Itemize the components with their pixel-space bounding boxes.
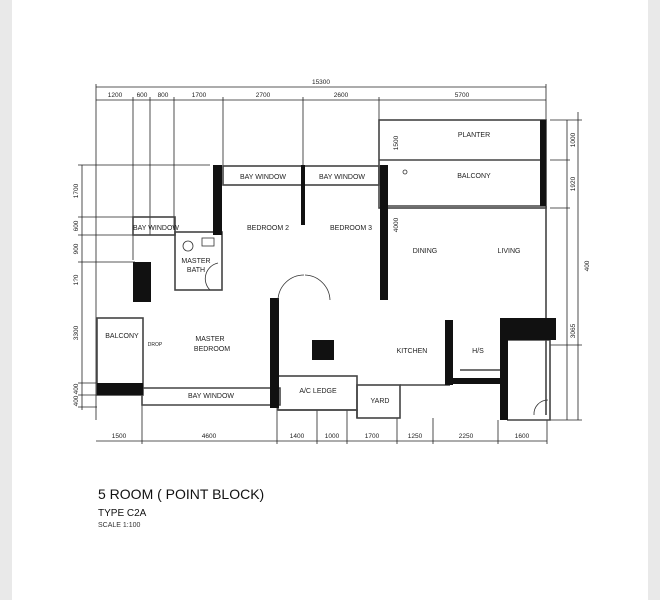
- dim-top: 1200: [108, 92, 123, 99]
- room-dining: DINING: [413, 248, 438, 255]
- room-bedroom-3: BEDROOM 3: [330, 225, 372, 232]
- plan-type: TYPE C2A: [98, 508, 147, 519]
- room-master-bedroom-line1: MASTER: [195, 336, 224, 343]
- room-yard: YARD: [371, 398, 390, 405]
- room-kitchen: KITCHEN: [397, 348, 428, 355]
- room-bay-window-2: BAY WINDOW: [319, 174, 365, 181]
- room-labels: PLANTER BALCONY BAY WINDOW BAY WINDOW BA…: [105, 132, 520, 405]
- dim-bottom: 2250: [459, 433, 474, 440]
- dim-top: 2700: [256, 92, 271, 99]
- dim-top: 2600: [334, 92, 349, 99]
- dim-bottom: 1400: [290, 433, 305, 440]
- plan-scale: SCALE 1:100: [98, 522, 141, 529]
- room-master-bath-line1: MASTER: [181, 258, 210, 265]
- room-hs: H/S: [472, 348, 484, 355]
- dim-left: 400: [73, 395, 80, 406]
- dim-top-total: 15300: [312, 79, 330, 86]
- dim-left: 1700: [73, 183, 80, 198]
- walls-solid: [97, 120, 556, 420]
- dim-right: 1000: [570, 132, 577, 147]
- dim-top: 600: [137, 92, 148, 99]
- dim-bottom: 1500: [112, 433, 127, 440]
- dim-left: 600: [73, 220, 80, 231]
- dim-left: 3300: [73, 325, 80, 340]
- dim-bottom: 1000: [325, 433, 340, 440]
- dim-right: 400: [584, 260, 591, 271]
- door-swings: [182, 169, 549, 416]
- dimension-lines: [78, 84, 582, 444]
- dim-bottom: 1700: [365, 433, 380, 440]
- room-bay-window-bottom: BAY WINDOW: [188, 393, 234, 400]
- room-master-bedroom-line2: BEDROOM: [194, 346, 230, 353]
- dim-top: 5700: [455, 92, 470, 99]
- plan-title: 5 ROOM ( POINT BLOCK): [98, 486, 265, 502]
- dim-inner: 1500: [393, 135, 400, 150]
- dim-top: 800: [158, 92, 169, 99]
- room-balcony-left: BALCONY: [105, 333, 139, 340]
- room-balcony-top: BALCONY: [457, 173, 491, 180]
- dim-left: 1?0: [73, 274, 80, 285]
- room-planter: PLANTER: [458, 132, 490, 139]
- dim-right: 3065: [570, 323, 577, 338]
- dim-inner: 4000: [393, 217, 400, 232]
- dim-bottom: 1250: [408, 433, 423, 440]
- dimension-labels: 15300 1200 600 800 1700 2700 2600 5700 1…: [73, 79, 591, 440]
- dim-left: 400: [73, 383, 80, 394]
- walls-thin: [96, 119, 551, 421]
- dim-top: 1700: [192, 92, 207, 99]
- room-bedroom-2: BEDROOM 2: [247, 225, 289, 232]
- room-bay-window-left: BAY WINDOW: [133, 225, 179, 232]
- dim-bottom: 1600: [515, 433, 530, 440]
- room-living: LIVING: [498, 248, 521, 255]
- dim-left: 900: [73, 243, 80, 254]
- room-ac-ledge: A/C LEDGE: [299, 388, 337, 395]
- room-drop: DROP: [148, 342, 163, 348]
- room-master-bath-line2: BATH: [187, 267, 205, 274]
- dim-bottom: 4600: [202, 433, 217, 440]
- dim-right: 1920: [570, 176, 577, 191]
- room-bay-window-1: BAY WINDOW: [240, 174, 286, 181]
